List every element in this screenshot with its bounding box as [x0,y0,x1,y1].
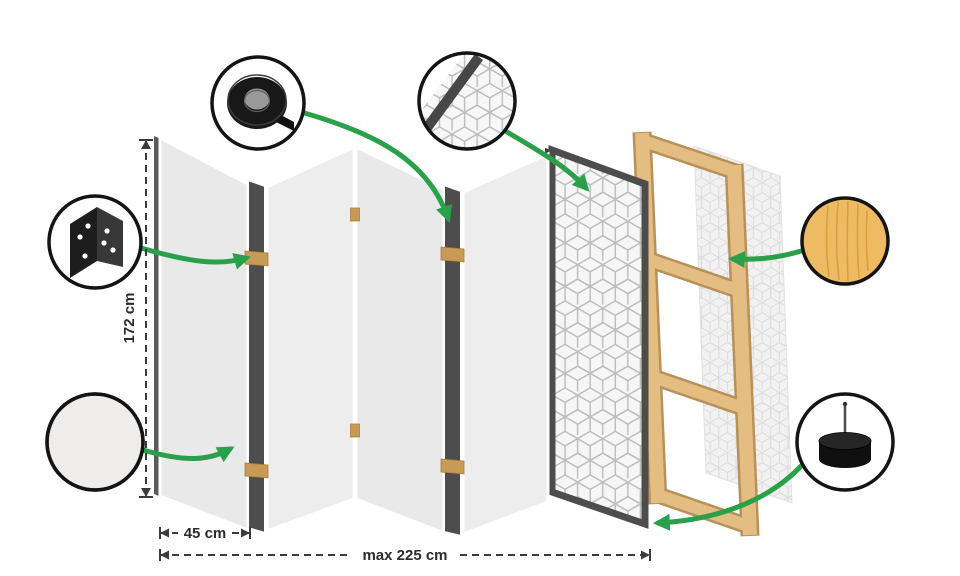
arrow-tape [298,109,453,223]
decor-panel [545,144,649,529]
total-width-dimension: max 225 cm [159,544,651,565]
hinge-block [244,462,269,479]
panel-width-dimension: 45 cm [159,522,251,543]
hinge-block [440,458,465,475]
wood-callout [800,196,890,286]
pine-wood-icon [825,200,869,282]
fleece-callout [45,392,145,492]
pattern-callout [417,51,517,151]
arrow-fleece [140,446,235,463]
fold-edge-1 [247,178,266,535]
decor-panel-pattern [552,150,645,524]
arrow-foot [652,461,806,531]
folding-screen [154,135,550,538]
panel-3 [354,144,446,536]
panel-1 [158,135,250,533]
adhesive-tape-icon [227,74,294,131]
metal-hinge-icon [70,207,123,278]
hinge-block [440,246,465,263]
geometric-pattern-closeup-icon [419,53,515,149]
total-width-dimension-label: max 225 cm [362,547,447,564]
height-dimension: 172 cm [121,139,153,498]
hinge-block [244,250,269,267]
tape-callout [210,55,306,151]
arrow-pattern [504,129,590,192]
fold-edges [247,178,462,538]
arrow-wood [727,248,804,268]
foot-callout [795,392,895,492]
hinge-block [350,423,360,438]
hinge-block [350,207,360,222]
height-dimension-label: 172 cm [121,293,138,344]
hinge-callout [47,194,143,290]
arrow-hinge [138,245,251,270]
nonwoven-fleece-texture-icon [47,394,143,490]
anti-slip-foot-icon [818,401,872,468]
pointer-arrows [138,109,806,531]
wood-frame-rails [635,132,757,536]
decor-panel-border [548,144,649,529]
panel-4 [461,151,550,537]
panel-width-dimension-label: 45 cm [184,525,227,542]
fold-edge-2 [443,183,462,538]
panel-2 [265,144,356,534]
